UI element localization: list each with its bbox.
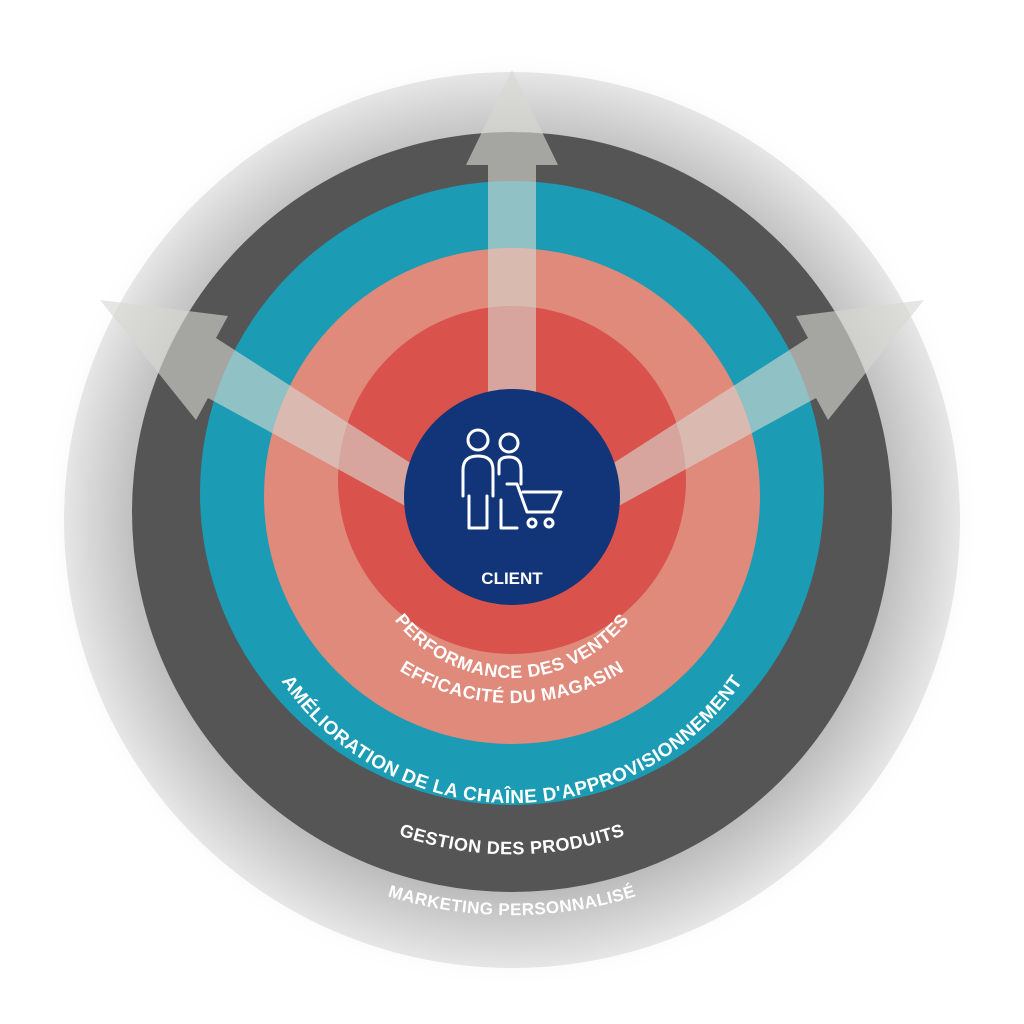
center-label: CLIENT [481, 569, 543, 588]
center-circle-client [404, 389, 620, 605]
arrow-up-left-icon [100, 300, 440, 514]
shoppers-with-cart-icon [461, 428, 563, 530]
arrow-up-icon [466, 70, 558, 420]
arrow-up-right-icon [584, 300, 924, 514]
growth-arrows [100, 70, 924, 514]
